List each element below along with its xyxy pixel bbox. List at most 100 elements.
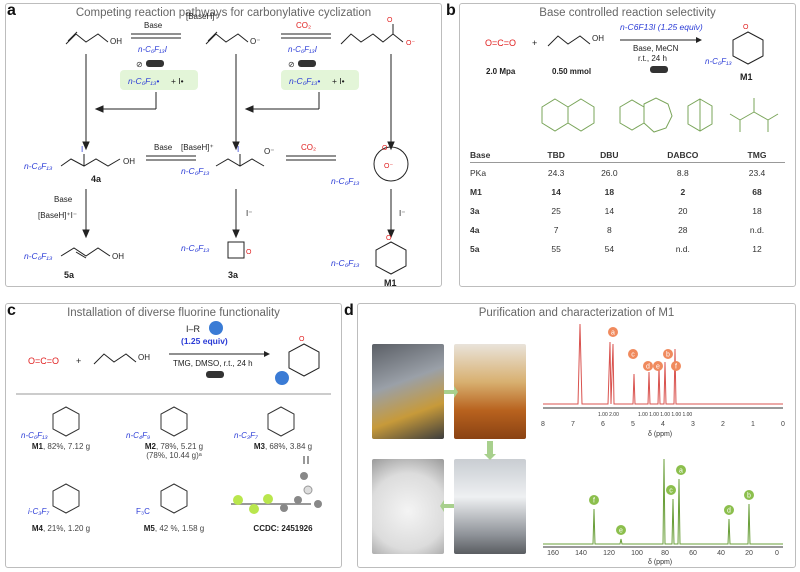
svg-text:n-C₆F₁₃: n-C₆F₁₃ — [331, 258, 360, 268]
svg-text:O: O — [387, 17, 393, 24]
product-name: M5 — [144, 524, 155, 533]
product-name: M1 — [32, 442, 43, 451]
row-label: PKa — [470, 163, 530, 183]
table-cell: 68 — [729, 182, 785, 201]
svg-text:OH: OH — [138, 353, 150, 362]
c-peak-a: a — [679, 468, 683, 475]
svg-text:O=C=O: O=C=O — [28, 356, 59, 366]
table-cell: n.d. — [637, 239, 729, 258]
table-cell: 20 — [637, 201, 729, 220]
svg-text:n-C₃F₇: n-C₃F₇ — [234, 431, 259, 440]
table-cell: 18 — [582, 182, 637, 201]
svg-text:[BaseH]⁺: [BaseH]⁺ — [186, 12, 219, 21]
svg-text:+: + — [532, 38, 537, 48]
svg-text:F₃C: F₃C — [136, 507, 150, 516]
panel-a-label: a — [7, 2, 16, 20]
svg-text:n-C₆F₁₃•: n-C₆F₁₃• — [289, 76, 320, 86]
h-tick: 3 — [691, 421, 695, 428]
svg-text:O⁻: O⁻ — [250, 37, 260, 46]
table-row: 4a 7 8 28 n.d. — [470, 220, 785, 239]
table-cell: 14 — [582, 201, 637, 220]
table-cell: 24.3 — [530, 163, 582, 183]
svg-text:OH: OH — [112, 252, 124, 261]
c-peak-c: c — [669, 488, 673, 495]
c-peak-d: d — [727, 508, 731, 515]
svg-text:⊘: ⊘ — [136, 60, 143, 69]
c-nmr-axis: 160 140 120 100 80 60 40 20 0 — [547, 550, 779, 557]
tbd-structure — [542, 99, 594, 131]
svg-text:n-C₆F₁₃I: n-C₆F₁₃I — [138, 45, 168, 54]
compound-4a-label: 4a — [91, 174, 102, 184]
product-m2: M2, 78%, 5.21 g(78%, 10.44 g)ᵃ — [119, 442, 229, 460]
svg-text:CO₂: CO₂ — [301, 143, 316, 152]
table-cell: 28 — [637, 220, 729, 239]
dbu-structure — [620, 98, 672, 132]
table-row: M1 14 18 2 68 — [470, 182, 785, 201]
condition-line2-c: TMG, DMSO, r.t., 24 h — [173, 359, 253, 368]
svg-text:O⁻: O⁻ — [406, 40, 415, 47]
dabco-structure — [688, 99, 712, 131]
svg-text:O: O — [246, 249, 252, 256]
table-cell: n.d. — [729, 220, 785, 239]
table-cell: 26.0 — [582, 163, 637, 183]
condition-line3-b: r.t., 24 h — [638, 54, 667, 63]
svg-text:⊘: ⊘ — [288, 60, 295, 69]
svg-text:[BaseH]⁺I⁻: [BaseH]⁺I⁻ — [38, 211, 77, 220]
svg-text:O: O — [743, 24, 749, 31]
c-tick: 120 — [603, 550, 615, 557]
product-m4: M4, 21%, 1.20 g — [6, 524, 116, 533]
equiv-c: (1.25 equiv) — [181, 336, 228, 346]
svg-text:+: + — [76, 356, 81, 366]
compound-m1-label-a: M1 — [384, 278, 397, 286]
h-tick: 2 — [721, 421, 725, 428]
svg-text:+ I•: + I• — [332, 76, 345, 86]
product-name: M3 — [254, 442, 265, 451]
h-peak-b: b — [666, 352, 670, 359]
product-m3: M3, 68%, 3.84 g — [228, 442, 338, 451]
table-cell: 23.4 — [729, 163, 785, 183]
svg-text:O⁻: O⁻ — [384, 163, 393, 170]
nmr-spectra: a c d e b f 1.00 2.00 1.00 1.00 1.00 1.0… — [358, 304, 795, 567]
svg-text:O: O — [386, 235, 392, 242]
alcohol-amount: 0.50 mmol — [552, 67, 591, 76]
product-yield: , 68%, 3.84 g — [265, 442, 312, 451]
header-cell: DABCO — [637, 148, 729, 163]
svg-text:OH: OH — [592, 34, 604, 43]
row-label: 4a — [470, 220, 530, 239]
h-peak-c: c — [631, 352, 635, 359]
table-cell: 8.8 — [637, 163, 729, 183]
svg-text:OH: OH — [123, 157, 135, 166]
svg-text:n-C₆F₁₃: n-C₆F₁₃ — [21, 431, 48, 440]
base-label-1: Base — [144, 21, 163, 30]
row-label: 5a — [470, 239, 530, 258]
svg-text:I⁻: I⁻ — [399, 209, 405, 218]
svg-text:I: I — [237, 145, 239, 154]
h-peak-e: e — [656, 364, 660, 371]
h-peak-a: a — [611, 330, 615, 337]
c-peak-f: f — [593, 498, 595, 505]
svg-text:O: O — [382, 145, 388, 152]
reagent-b: n-C6F13I (1.25 equiv) — [620, 22, 703, 32]
row-label: 3a — [470, 201, 530, 220]
product-m5: M5, 42 %, 1.58 g — [119, 524, 229, 533]
svg-text:n-C₆F₁₃: n-C₆F₁₃ — [181, 166, 210, 176]
ccdc-number: CCDC: 2451926 — [253, 524, 312, 533]
h-integrals-2: 1.00 1.00 1.00 1.00 1.00 — [638, 412, 692, 418]
table-cell: 25 — [530, 201, 582, 220]
table-row: 3a 25 14 20 18 — [470, 201, 785, 220]
crystal-structure-image — [231, 456, 322, 514]
c-tick: 0 — [775, 550, 779, 557]
product-yield-extra: (78%, 10.44 g)ᵃ — [146, 451, 201, 460]
c-tick: 100 — [631, 550, 643, 557]
svg-text:i-C₃F₇: i-C₃F₇ — [28, 507, 50, 516]
table-cell: 2 — [637, 182, 729, 201]
substrate-alkenol — [66, 32, 108, 44]
c-tick: 140 — [575, 550, 587, 557]
light-icon-a1: ⊘ — [136, 60, 164, 69]
h-tick: 1 — [751, 421, 755, 428]
svg-text:[BaseH]⁺: [BaseH]⁺ — [181, 143, 214, 152]
product-m1: M1, 82%, 7.12 g — [6, 442, 116, 451]
product-name: M2 — [145, 442, 156, 451]
row-label: M1 — [470, 182, 530, 201]
h-tick: 7 — [571, 421, 575, 428]
